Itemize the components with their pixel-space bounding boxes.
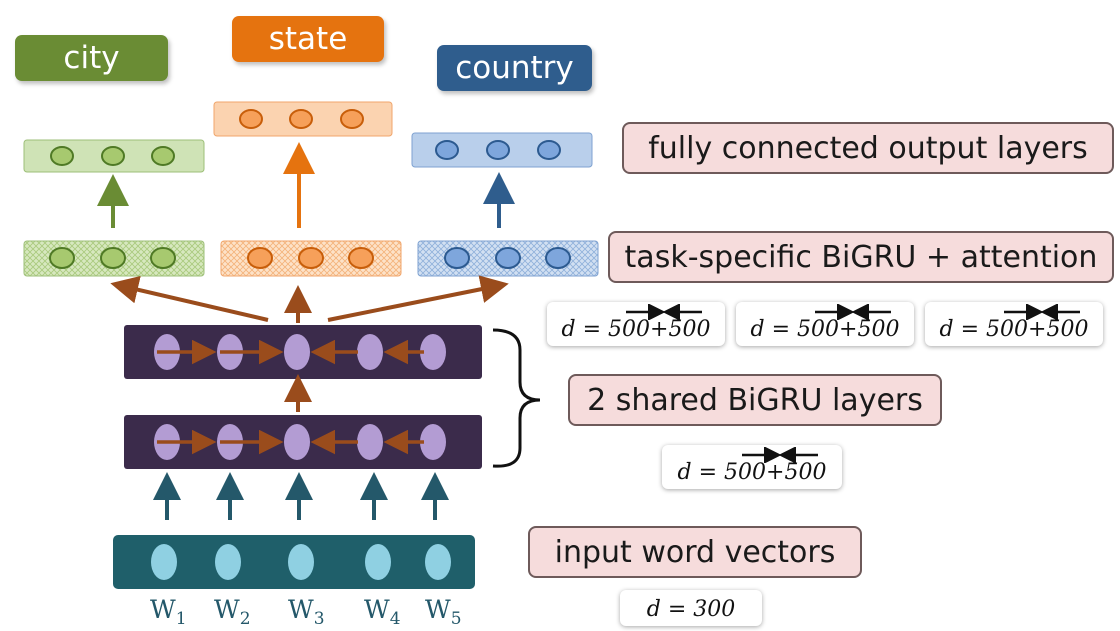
output-layer-city — [23, 139, 205, 173]
bidirectional-arrows-icon — [626, 304, 702, 320]
dim-box-shared: d = 500+500 — [662, 445, 842, 489]
bidirectional-arrows-icon — [1004, 304, 1080, 320]
fanout-arrow-country — [327, 275, 509, 322]
label-input-vectors: input word vectors — [528, 526, 862, 578]
input-vector-layer — [113, 535, 475, 589]
attention-layer-country — [417, 240, 599, 277]
word-label-4: W4 — [364, 595, 401, 629]
dim-box-input: d = 300 — [620, 590, 762, 626]
attention-layer-state — [220, 240, 402, 277]
task-country-box: country — [437, 45, 592, 91]
input-arrows — [153, 472, 449, 520]
word-label-5: W5 — [425, 595, 462, 629]
word-label-2: W2 — [214, 595, 251, 629]
shared-layers-brace — [492, 328, 541, 468]
bidirectional-arrows-icon — [815, 304, 891, 320]
task-state-box: state — [232, 16, 384, 62]
word-label-1: W1 — [150, 595, 187, 629]
dim-box-task-state: d = 500+500 — [736, 302, 914, 346]
attention-layer-city — [23, 240, 205, 277]
dim-value: d = 500+500 — [677, 460, 827, 485]
output-layer-state — [213, 101, 393, 137]
bidirectional-arrows-icon — [742, 447, 818, 463]
shared-bigru-layer-1 — [124, 415, 482, 469]
fanout-arrow-city — [110, 275, 269, 322]
task-city-box: city — [15, 35, 168, 81]
dim-value: d = 500+500 — [939, 317, 1089, 342]
dim-value: d = 500+500 — [561, 317, 711, 342]
output-layer-country — [411, 132, 593, 168]
dim-value: d = 500+500 — [750, 317, 900, 342]
word-label-3: W3 — [288, 595, 325, 629]
label-attention-layers: task-specific BiGRU + attention — [608, 231, 1114, 283]
dim-box-task-city: d = 500+500 — [547, 302, 725, 346]
dim-box-task-country: d = 500+500 — [925, 302, 1103, 346]
label-output-layers: fully connected output layers — [622, 122, 1114, 174]
dim-value: d = 300 — [646, 597, 736, 622]
label-shared-layers: 2 shared BiGRU layers — [568, 374, 942, 426]
shared-bigru-layer-2 — [124, 325, 482, 379]
